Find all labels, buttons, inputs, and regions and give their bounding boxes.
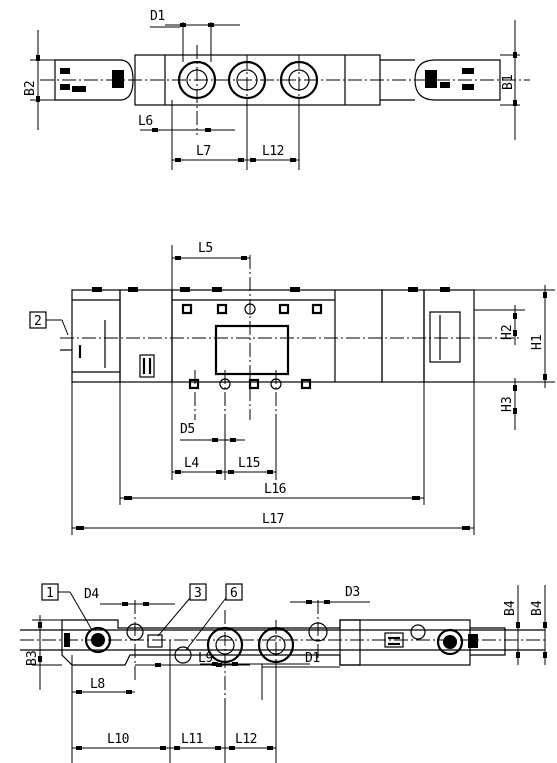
label-l4: L4: [184, 456, 199, 471]
label-b2: B2: [23, 80, 38, 96]
label-b3: B3: [25, 650, 40, 666]
right-section: [381, 289, 425, 383]
label-h3: H3: [500, 396, 515, 412]
bottom-port-right: [436, 628, 464, 656]
label-d1-bottom: D1: [305, 651, 320, 666]
bottom-port-left: [84, 626, 112, 654]
callout-3-label: 3: [194, 586, 201, 601]
label-d1-top: D1: [150, 9, 165, 24]
callout-1-label: 1: [46, 586, 53, 601]
label-d3: D3: [345, 585, 360, 600]
label-l17: L17: [262, 512, 284, 527]
label-l16: L16: [264, 482, 286, 497]
label-d4: D4: [84, 587, 99, 602]
main-body: [171, 289, 383, 383]
bottom-view: 1 3 6 D4 D3 B4 B4 B3 L9 L8: [20, 583, 547, 763]
label-l5: L5: [198, 241, 213, 256]
label-h2: H2: [500, 324, 515, 340]
label-b4-a: B4: [503, 600, 518, 616]
label-l6: L6: [138, 114, 153, 129]
label-l12-bottom: L12: [235, 732, 257, 747]
callout-2-label: 2: [34, 314, 41, 329]
label-l9: L9: [198, 651, 213, 666]
label-b4-b: B4: [530, 600, 545, 616]
label-l11: L11: [181, 732, 203, 747]
label-d5: D5: [180, 422, 195, 437]
manual-override-block: [119, 289, 173, 383]
label-l15: L15: [238, 456, 260, 471]
label-l7: L7: [196, 144, 211, 159]
label-l10: L10: [107, 732, 129, 747]
label-b1: B1: [501, 74, 516, 90]
top-view: D1 B2 B1 L6 L7 L12: [23, 9, 530, 170]
label-h1: H1: [530, 334, 545, 350]
label-l8: L8: [90, 677, 105, 692]
front-view: L5 H1 H2 H3 2 D5 L4 L15: [29, 241, 555, 535]
indicator-window: [214, 324, 290, 376]
callout-6-label: 6: [230, 586, 237, 601]
right-solenoid: [423, 289, 475, 383]
label-l12-top: L12: [262, 144, 284, 159]
callout-6: [225, 583, 243, 601]
left-solenoid: [71, 289, 121, 383]
callout-3: [189, 583, 207, 601]
